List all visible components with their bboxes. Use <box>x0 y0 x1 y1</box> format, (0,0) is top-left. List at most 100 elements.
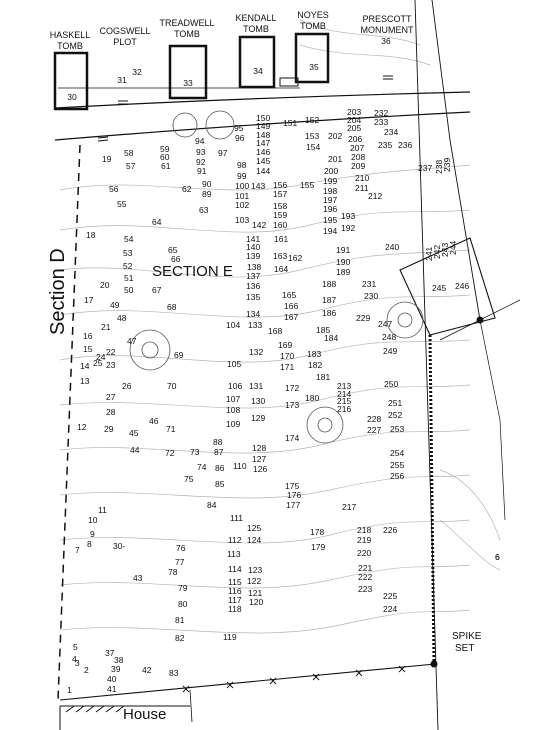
grave-number: 153 <box>305 131 319 141</box>
grave-number: 80 <box>178 599 188 609</box>
grave-number: 105 <box>227 359 241 369</box>
grave-number: 28 <box>106 407 116 417</box>
grave-number: 122 <box>247 576 261 586</box>
grave-number: 173 <box>285 400 299 410</box>
grave-number: 178 <box>310 527 324 537</box>
grave-number: 168 <box>268 326 282 336</box>
grave-number: 240 <box>385 242 399 252</box>
grave-number: 117 <box>228 595 242 605</box>
grave-number: 55 <box>117 199 127 209</box>
grave-number: 63 <box>199 205 209 215</box>
grave-number: 189 <box>336 267 350 277</box>
grave-number: 4 <box>72 654 77 664</box>
tomb-name: TREADWELL <box>159 18 214 28</box>
grave-number: 128 <box>252 443 266 453</box>
grave-number: 45 <box>129 428 139 438</box>
grave-number: 7 <box>75 545 80 555</box>
grave-number: 95 <box>234 123 244 133</box>
grave-number: 252 <box>388 410 402 420</box>
grave-number: 19 <box>102 154 112 164</box>
grave-number: 94 <box>195 136 205 146</box>
grave-number: 235 <box>378 140 392 150</box>
grave-number: 83 <box>169 668 179 678</box>
grave-number: 54 <box>124 234 134 244</box>
grave-number: 26 <box>122 381 132 391</box>
grave-number: 119 <box>223 632 237 642</box>
grave-number: 85 <box>215 479 225 489</box>
grave-number: 223 <box>358 584 372 594</box>
grave-number: 3 <box>75 658 80 668</box>
grave-number: 41 <box>107 684 117 694</box>
grave-number: 254 <box>390 448 404 458</box>
grave-number: 131 <box>249 381 263 391</box>
grave-number: 58 <box>124 148 134 158</box>
grave-number: 102 <box>235 200 249 210</box>
grave-number: 247 <box>378 319 392 329</box>
house-hatch <box>59 705 125 730</box>
grave-number: 181 <box>316 372 330 382</box>
grave-number: 81 <box>175 615 185 625</box>
grave-number: 195 <box>323 215 337 225</box>
grave-number: 150 <box>256 113 270 123</box>
grave-number: 256 <box>390 471 404 481</box>
grave-number: 48 <box>117 313 127 323</box>
grave-number: 197 <box>323 195 337 205</box>
grave-number: 42 <box>142 665 152 675</box>
grave-number: 21 <box>101 322 111 332</box>
grave-number: 89 <box>202 189 212 199</box>
grave-number: 77 <box>175 557 185 567</box>
grave-number: 192 <box>341 223 355 233</box>
contour-lines <box>59 19 501 634</box>
grave-number: 116 <box>228 586 242 596</box>
tomb-name: TOMB <box>243 24 269 34</box>
tomb-name: TOMB <box>300 21 326 31</box>
grave-number: 237 <box>418 163 432 173</box>
grave-number: 214 <box>337 389 351 399</box>
grave-number: 29 <box>104 424 114 434</box>
grave-number: 11 <box>98 505 107 515</box>
grave-number: 164 <box>274 264 288 274</box>
tomb-name: PLOT <box>113 37 137 47</box>
grave-number: 167 <box>284 312 298 322</box>
grave-number: 138 <box>247 262 261 272</box>
grave-number: 145 <box>256 156 270 166</box>
tomb-name: PRESCOTT <box>362 14 412 24</box>
grave-number: 202 <box>328 131 342 141</box>
grave-number: 207 <box>350 143 364 153</box>
grave-number: 115 <box>228 577 242 587</box>
grave-number: 221 <box>358 563 372 573</box>
grave-number: 88 <box>213 437 223 447</box>
grave-number: 52 <box>123 261 133 271</box>
grave-number: 194 <box>323 226 337 236</box>
grave-number: 124 <box>247 535 261 545</box>
grave-number: 90 <box>202 179 212 189</box>
grave-number: 91 <box>197 166 207 176</box>
grave-number: 137 <box>246 271 260 281</box>
grave-number: 201 <box>328 154 342 164</box>
grave-number: 27 <box>106 392 116 402</box>
grave-number: 39 <box>111 664 121 674</box>
grave-number: 210 <box>355 173 369 183</box>
grave-number: 47 <box>127 336 137 346</box>
survey-point <box>476 316 484 324</box>
grave-number: 57 <box>126 161 136 171</box>
grave-number: 118 <box>228 604 242 614</box>
grave-number: 44 <box>130 445 140 455</box>
grave-number: 182 <box>308 360 322 370</box>
grave-number: 18 <box>86 230 96 240</box>
grave-number: 225 <box>383 591 397 601</box>
grave-number: 154 <box>306 142 320 152</box>
grave-number: 1 <box>67 685 72 695</box>
grave-number: 146 <box>256 147 270 157</box>
grave-number: 241 <box>424 247 434 261</box>
grave-number: 222 <box>358 572 372 582</box>
grave-number: 64 <box>152 217 162 227</box>
grave-number: 111 <box>230 513 243 523</box>
grave-number: 216 <box>337 404 351 414</box>
grave-number: 198 <box>323 186 337 196</box>
grave-number: 114 <box>228 564 242 574</box>
grave-number: 158 <box>273 201 287 211</box>
grave-number: 99 <box>237 171 247 181</box>
tomb-name: MONUMENT <box>361 25 414 35</box>
grave-number: 190 <box>336 257 350 267</box>
